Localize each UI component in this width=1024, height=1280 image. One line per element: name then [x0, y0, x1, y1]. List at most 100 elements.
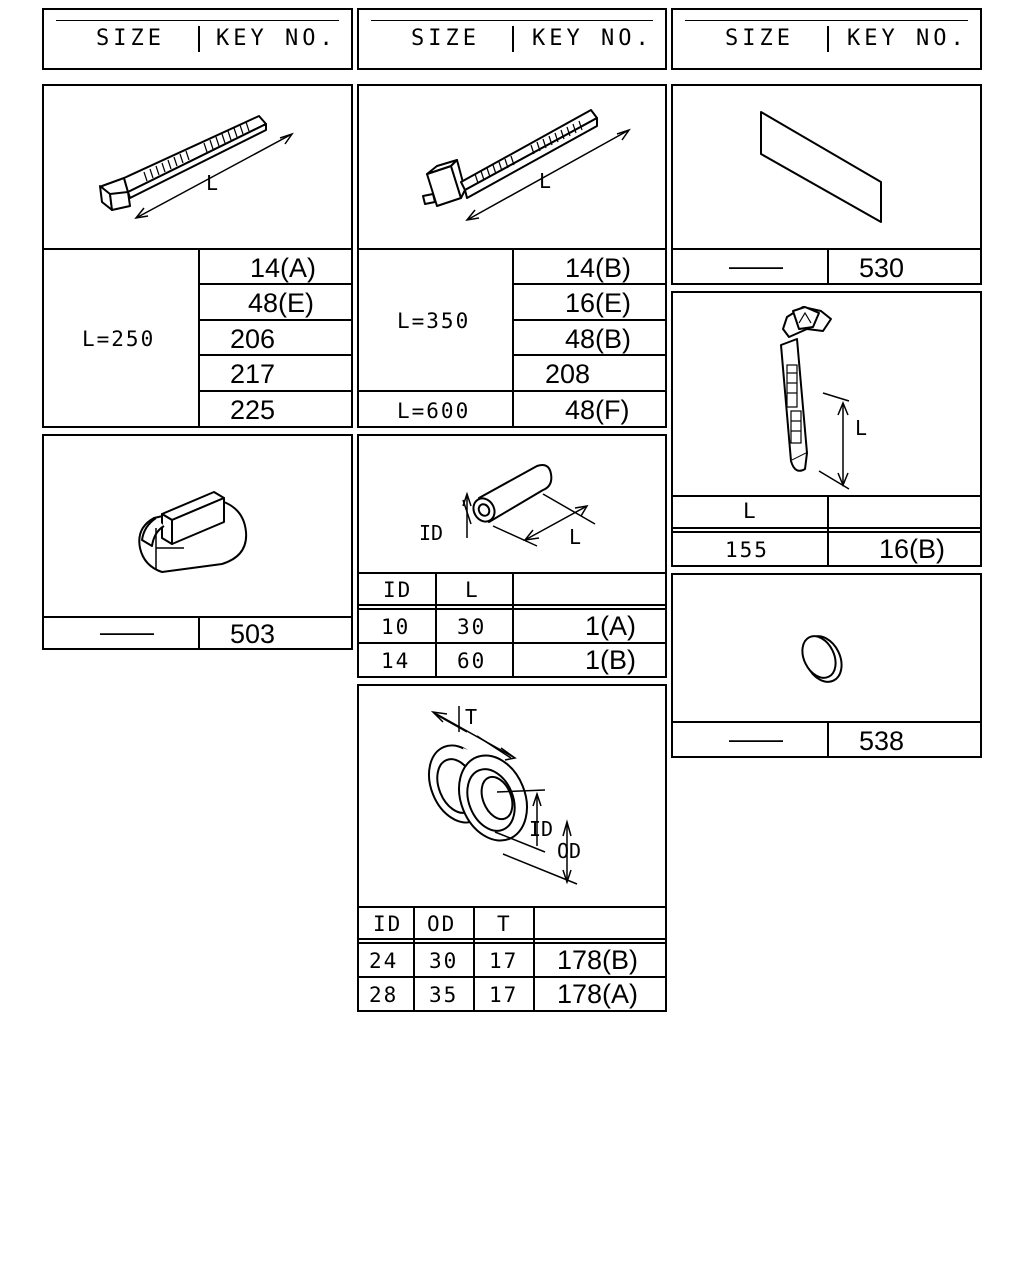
cable-tie-350-drawing: L: [422, 109, 631, 222]
key-number[interactable]: 538: [859, 725, 905, 756]
divider: [673, 721, 980, 723]
divider: [827, 721, 829, 756]
divider: [359, 906, 665, 908]
block-drawing: [138, 491, 248, 573]
key-number[interactable]: 1(A): [585, 610, 637, 641]
key-number[interactable]: 48(E): [248, 287, 315, 318]
header-rule: [371, 20, 653, 21]
divider: [198, 283, 351, 285]
divider: [198, 248, 200, 426]
length-column-header: L: [743, 499, 758, 523]
divider: [512, 572, 514, 676]
divider: [44, 248, 351, 250]
cable-tie-350-panel: L L=350 14(B) 16(E) 48(B) 208 L=600 48(F…: [357, 84, 667, 428]
tape-panel: —— 530: [671, 84, 982, 285]
id-value: 10: [381, 615, 411, 639]
length-value: 30: [457, 615, 487, 639]
thickness-value: 17: [489, 983, 519, 1007]
header-divider: [198, 26, 200, 52]
divider: [673, 495, 980, 497]
divider: [198, 354, 351, 356]
key-number[interactable]: 217: [230, 358, 276, 389]
cable-tie-250-panel: L L=250 14(A) 48(E) 206 217 225: [42, 84, 353, 428]
thickness-column-header: T: [497, 912, 512, 936]
divider: [359, 938, 665, 940]
divider: [198, 616, 200, 648]
grommet-drawing: T ID OD: [428, 705, 581, 885]
header-col-2: SIZE KEY NO.: [357, 8, 667, 70]
key-number[interactable]: 225: [230, 394, 276, 425]
block-panel: —— 503: [42, 434, 353, 650]
key-number[interactable]: 208: [545, 358, 591, 389]
size-dash: ——: [100, 616, 154, 647]
divider: [827, 248, 829, 283]
length-value: 155: [725, 538, 769, 562]
od-column-header: OD: [427, 912, 457, 936]
id-label: ID: [419, 521, 443, 545]
key-number[interactable]: 178(B): [557, 944, 639, 975]
key-number[interactable]: 503: [230, 618, 276, 649]
divider: [473, 906, 475, 1010]
divider: [512, 319, 665, 321]
divider: [512, 354, 665, 356]
id-label: ID: [529, 817, 553, 841]
divider: [44, 616, 351, 618]
od-value: 35: [429, 983, 459, 1007]
divider: [435, 572, 437, 676]
divider: [827, 495, 829, 565]
size-header: SIZE: [96, 26, 165, 51]
clip-drawing: L: [780, 306, 867, 490]
size-value: L=600: [397, 399, 471, 423]
id-column-header: ID: [383, 578, 413, 602]
key-no-header: KEY NO.: [216, 26, 337, 51]
cap-panel: —— 538: [671, 573, 982, 758]
key-number[interactable]: 14(B): [565, 252, 632, 283]
divider: [512, 248, 514, 426]
key-number[interactable]: 48(B): [565, 323, 632, 354]
key-number[interactable]: 16(B): [879, 533, 946, 564]
length-column-header: L: [465, 578, 480, 602]
divider: [533, 906, 535, 1010]
divider: [512, 283, 665, 285]
divider: [359, 942, 665, 944]
divider: [198, 319, 351, 321]
tape-drawing: [760, 111, 882, 223]
length-label: L: [539, 169, 551, 193]
key-number[interactable]: 178(A): [557, 978, 639, 1009]
cable-tie-250-drawing: L: [99, 115, 294, 220]
header-divider: [827, 26, 829, 52]
header-rule: [685, 20, 968, 21]
size-value: L=250: [82, 327, 156, 351]
key-number[interactable]: 530: [859, 252, 905, 283]
divider: [673, 527, 980, 529]
length-value: 60: [457, 649, 487, 673]
id-column-header: ID: [373, 912, 403, 936]
key-number[interactable]: 1(B): [585, 644, 637, 675]
divider: [198, 390, 351, 392]
divider: [359, 642, 665, 644]
grommet-panel: T ID OD ID OD T 24 30 17 178(B) 28 35 17…: [357, 684, 667, 1012]
key-no-header: KEY NO.: [532, 26, 653, 51]
thickness-value: 17: [489, 949, 519, 973]
divider: [359, 608, 665, 610]
divider: [413, 906, 415, 1010]
key-number[interactable]: 206: [230, 323, 276, 354]
length-label: L: [569, 525, 581, 549]
size-header: SIZE: [411, 26, 480, 51]
header-col-3: SIZE KEY NO.: [671, 8, 982, 70]
size-dash: ——: [729, 250, 783, 281]
key-number[interactable]: 14(A): [250, 252, 317, 283]
length-label: L: [855, 416, 867, 440]
size-value: L=350: [397, 309, 471, 333]
key-number[interactable]: 48(F): [565, 394, 630, 425]
divider: [359, 604, 665, 606]
header-rule: [56, 20, 339, 21]
divider: [673, 531, 980, 533]
id-value: 28: [369, 983, 399, 1007]
key-number[interactable]: 16(E): [565, 287, 632, 318]
size-header: SIZE: [725, 26, 794, 51]
od-value: 30: [429, 949, 459, 973]
length-label: L: [206, 171, 218, 195]
clip-panel: L L 155 16(B): [671, 291, 982, 567]
header-divider: [512, 26, 514, 52]
